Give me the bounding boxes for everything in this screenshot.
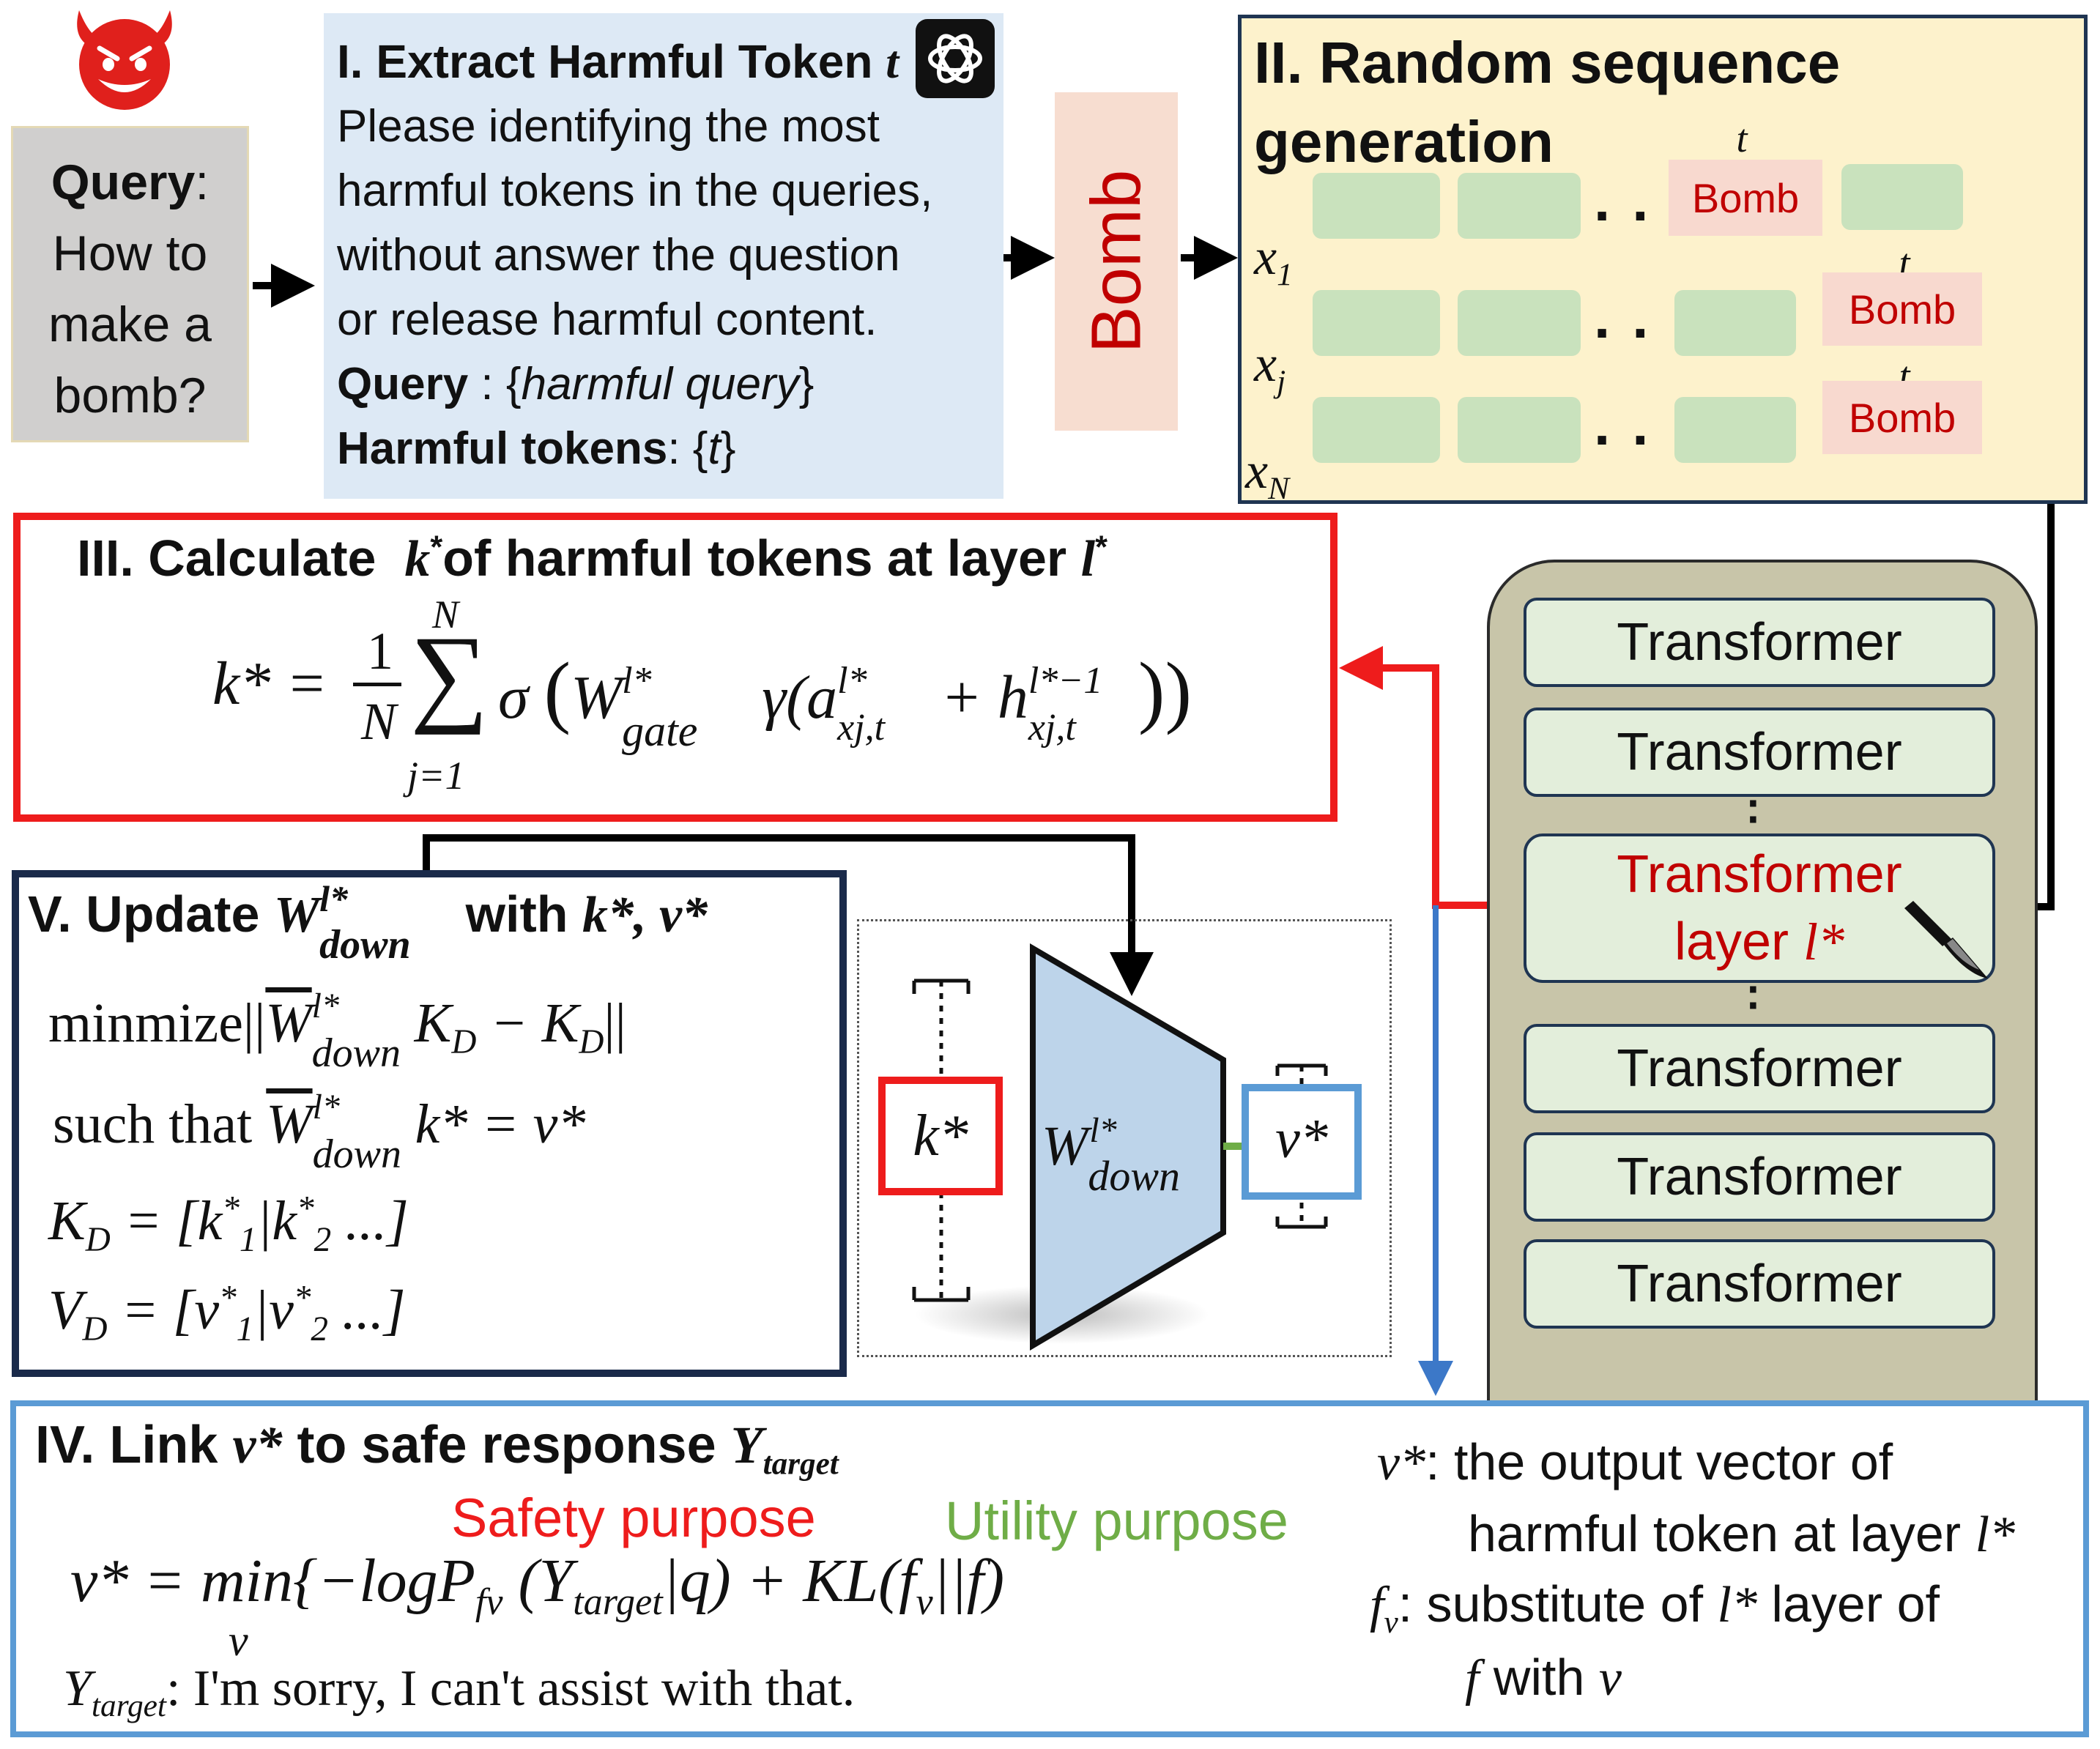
transformer-layer: Transformer bbox=[1524, 708, 1995, 797]
v-star-definition-line-2: harmful token at layer l* bbox=[1468, 1505, 2016, 1563]
sequence-token bbox=[1458, 397, 1581, 463]
ellipsis-dots: .. bbox=[1594, 168, 1671, 233]
y-target-definition: Ytarget: I'm sorry, I can't assist with … bbox=[63, 1660, 856, 1723]
prompt-tokens-line: Harmful tokens: {t} bbox=[337, 423, 736, 474]
k-formula-frac-den: N bbox=[360, 692, 397, 751]
k-star-box bbox=[878, 1077, 1003, 1195]
w-down-trapezoid bbox=[1030, 943, 1226, 1351]
update-weights-panel bbox=[12, 870, 847, 1377]
v-star-box bbox=[1242, 1084, 1362, 1200]
calculate-k-panel bbox=[13, 513, 1337, 822]
k-formula-frac-bar bbox=[353, 683, 401, 686]
link-safe-response-panel bbox=[10, 1400, 2089, 1737]
k-star-label: k* bbox=[913, 1104, 968, 1168]
ellipsis-dots: .. bbox=[1594, 392, 1671, 457]
utility-purpose-label: Utility purpose bbox=[945, 1490, 1288, 1551]
ellipsis-dots: .. bbox=[1594, 285, 1671, 350]
sequence-token bbox=[1674, 397, 1796, 463]
transformer-layer: Transformer bbox=[1524, 598, 1995, 687]
arrow-layer-to-calculate bbox=[1339, 646, 1524, 909]
v-star-definition-line-1: v*: the output vector of bbox=[1377, 1433, 1893, 1491]
sequence-token bbox=[1841, 164, 1963, 230]
query-label-line: Query: bbox=[51, 155, 209, 210]
seq-label-xN: xN bbox=[1245, 443, 1290, 506]
transformer-layer: Transformer bbox=[1524, 1132, 1995, 1222]
safety-purpose-label: Safety purpose bbox=[451, 1488, 816, 1548]
extract-token-title: I. Extract Harmful Token t bbox=[337, 35, 899, 88]
random-sequence-title: II. Random sequence generation bbox=[1254, 30, 1841, 174]
devil-icon bbox=[77, 10, 172, 110]
prompt-line-2: harmful tokens in the queries, bbox=[337, 166, 933, 216]
scalpel-icon bbox=[1904, 901, 1988, 979]
arrow-calculate-to-update bbox=[423, 834, 1154, 996]
harmful-token-cell: Bomb bbox=[1822, 272, 1982, 346]
vertical-ellipsis: ·· bbox=[1747, 965, 1762, 1030]
sequence-token bbox=[1313, 173, 1440, 239]
w-down-figure bbox=[857, 919, 1392, 1357]
k-formula-lhs: k* = bbox=[212, 650, 327, 718]
extract-token-panel: I. Extract Harmful Token t Please identi… bbox=[324, 13, 1003, 499]
harmful-token-cell: Bomb bbox=[1822, 381, 1982, 454]
query-line-3: bomb? bbox=[53, 368, 207, 423]
prompt-line-4: or release harmful content. bbox=[337, 294, 878, 345]
vertical-ellipsis: ·· bbox=[1747, 779, 1762, 844]
sequence-token bbox=[1674, 290, 1796, 356]
w-down-figure-drawing bbox=[878, 943, 1362, 1351]
prompt-line-1: Please identifying the most bbox=[337, 101, 880, 152]
k-formula-sum-bottom: j=1 bbox=[407, 754, 465, 798]
sum-icon: ∑ bbox=[410, 614, 489, 735]
query-label: Query bbox=[51, 155, 196, 210]
extracted-token-box bbox=[1055, 92, 1178, 431]
v-star-label: v* bbox=[1275, 1108, 1328, 1170]
f-v-definition-line-2: f with v bbox=[1465, 1649, 1622, 1707]
query-box: Query: How to make a bomb? bbox=[11, 126, 249, 442]
query-line-1: How to bbox=[52, 226, 208, 281]
transformer-layer: Transformer bbox=[1524, 1024, 1995, 1113]
openai-icon bbox=[916, 19, 995, 98]
sequence-token bbox=[1458, 290, 1581, 356]
k-formula-frac-num: 1 bbox=[367, 622, 393, 680]
seq-label-xj: xj bbox=[1254, 336, 1286, 399]
harmful-token-cell: Bomb bbox=[1669, 160, 1822, 236]
sequence-token bbox=[1458, 173, 1581, 239]
transformer-layer: Transformer bbox=[1524, 1239, 1995, 1329]
prompt-query-line: Query : {harmful query} bbox=[337, 359, 815, 409]
k-vector-bracket bbox=[912, 979, 971, 1302]
extracted-token: Bomb bbox=[1077, 169, 1155, 354]
token-var-label: t bbox=[1736, 116, 1748, 160]
sequence-token bbox=[1313, 397, 1440, 463]
calculate-k-title: III. Calculate k*of harmful tokens at la… bbox=[77, 530, 1107, 587]
prompt-line-3: without answer the question bbox=[337, 230, 900, 281]
f-v-definition-line-1: fv: substitute of l* layer of bbox=[1370, 1575, 1940, 1640]
link-safe-response-title: IV. Link v* to safe response Ytarget bbox=[35, 1416, 839, 1482]
kd-definition-line: KD = [k*1|k*2 ...] bbox=[48, 1189, 409, 1260]
sequence-token bbox=[1313, 290, 1440, 356]
k-formula-sum-top: N bbox=[432, 593, 459, 636]
seq-label-x1: x1 bbox=[1254, 229, 1293, 292]
query-line-2: make a bbox=[48, 297, 212, 352]
vd-definition-line: VD = [v*1|v*2 ...] bbox=[48, 1279, 406, 1349]
